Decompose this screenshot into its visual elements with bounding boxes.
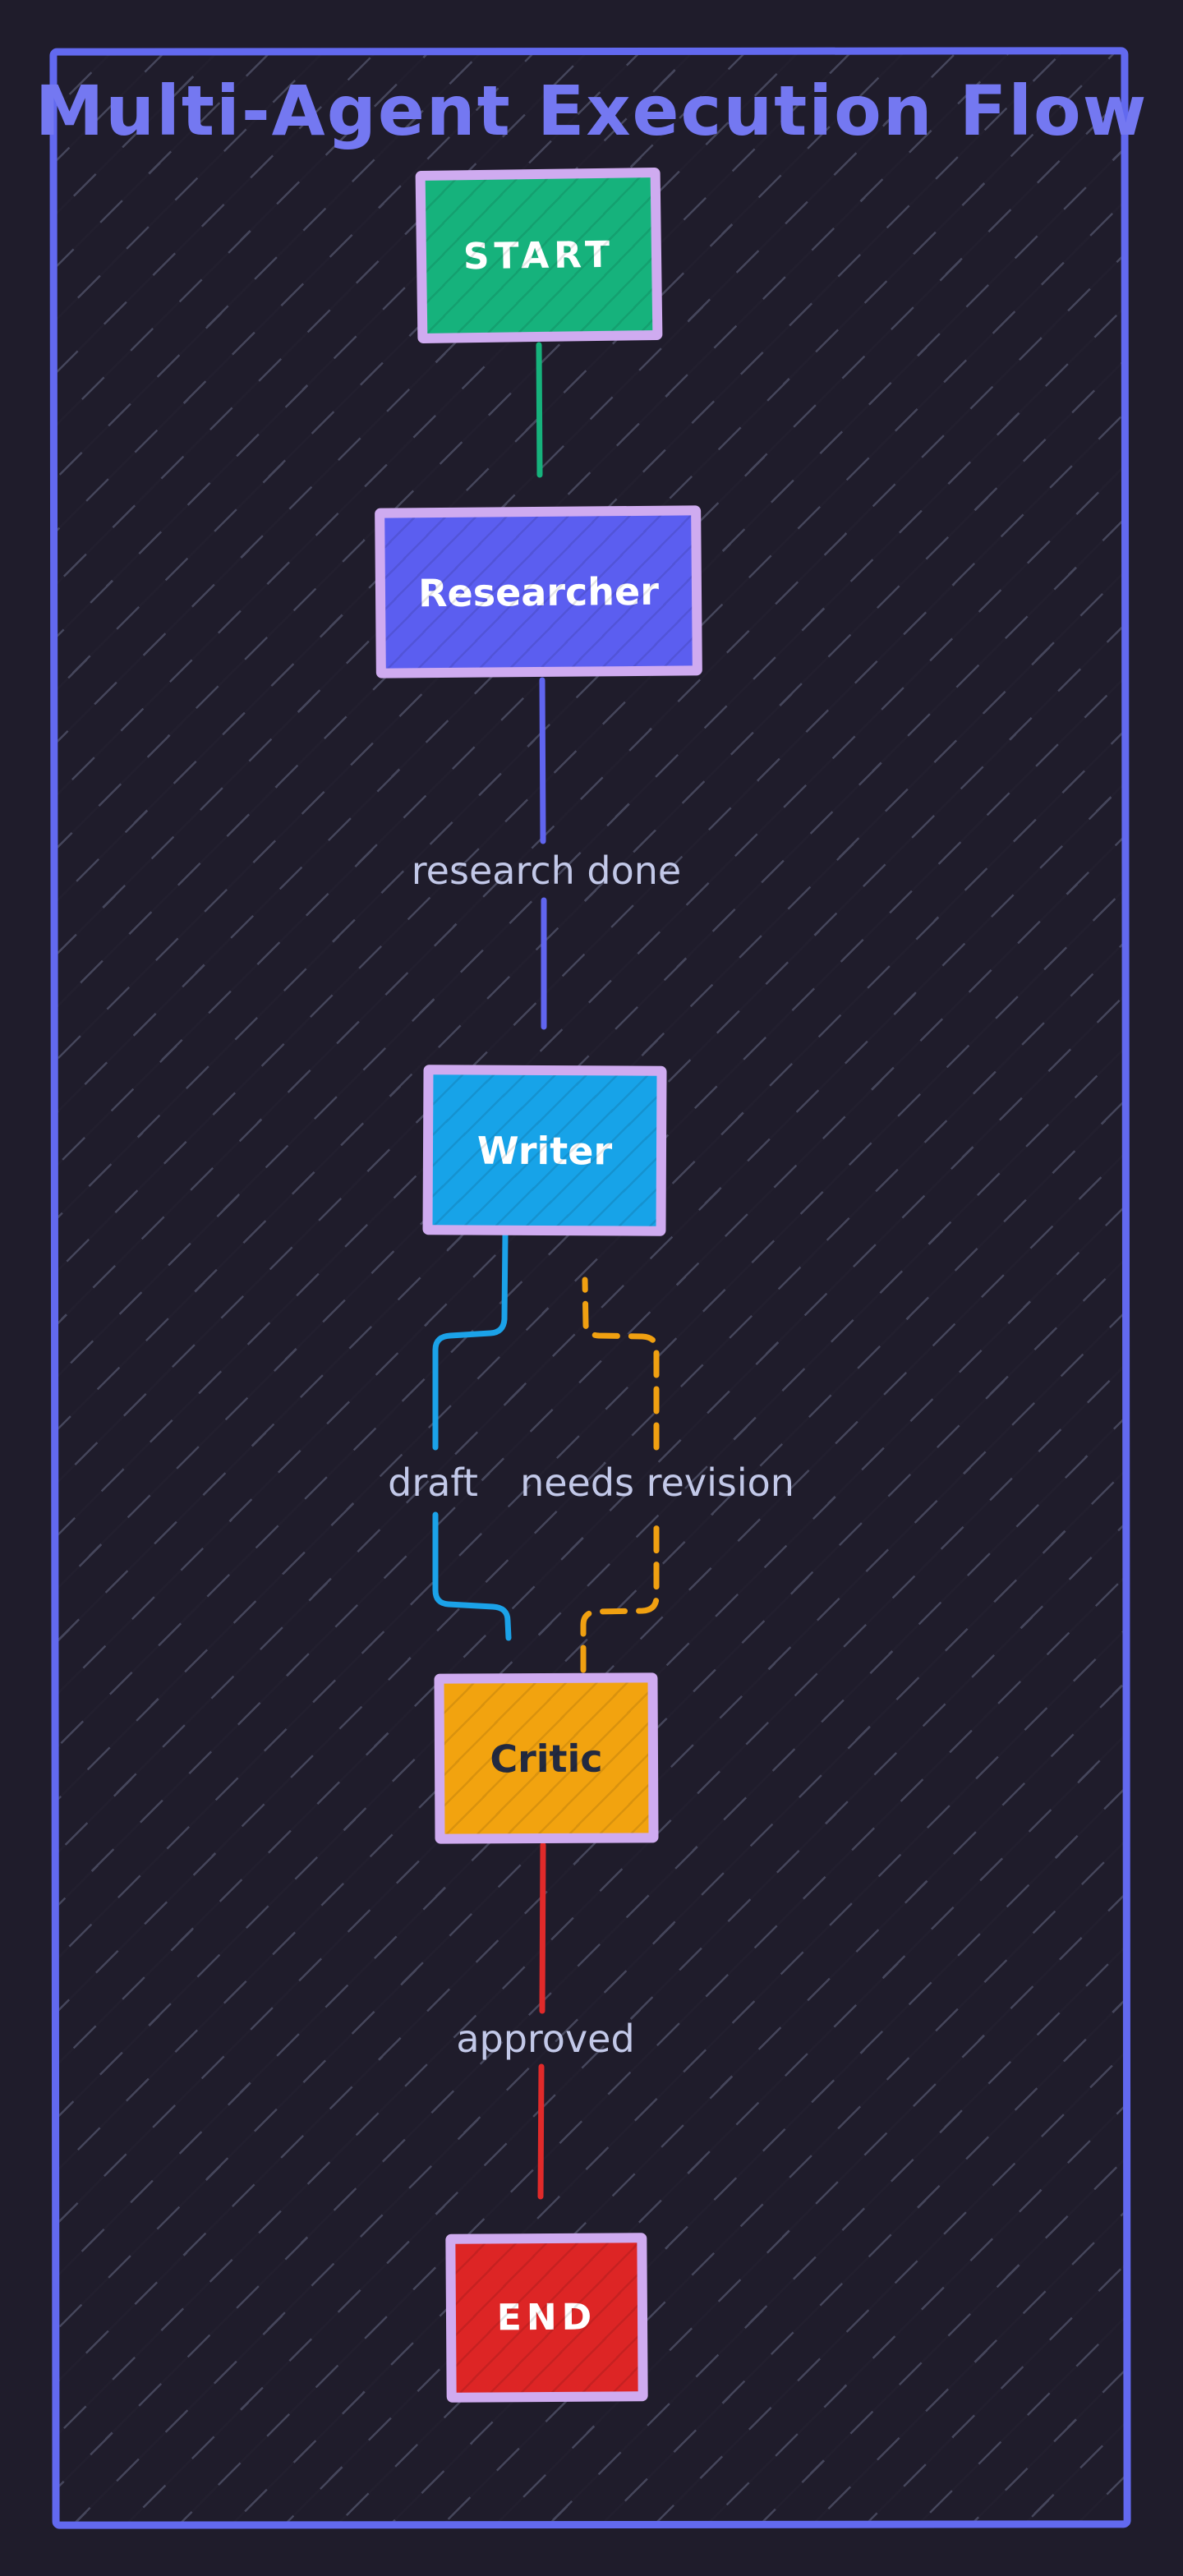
edge-line [432, 1231, 512, 1641]
diagram-title: Multi-Agent Execution Flow [35, 71, 1148, 151]
node-researcher[interactable]: Researcher [375, 505, 702, 678]
edge-researcher-writer [531, 677, 559, 1064]
node-label: Writer [476, 1128, 613, 1173]
arrowhead-down-icon [531, 1025, 559, 1064]
edge-start-researcher [536, 342, 543, 478]
node-start[interactable]: START [415, 167, 663, 344]
edge-label-research-done: research done [411, 849, 682, 893]
node-label: Researcher [417, 568, 660, 615]
edge-label-approved: approved [456, 2017, 635, 2061]
edge-line [580, 1276, 660, 1673]
node-writer[interactable]: Writer [422, 1065, 667, 1236]
node-critic[interactable]: Critic [434, 1672, 659, 1844]
edge-critic-writer [571, 1240, 660, 1673]
node-label: START [463, 233, 615, 278]
node-end[interactable]: END [445, 2233, 648, 2403]
edge-critic-end [537, 1842, 546, 2200]
edge-label-draft: draft [388, 1460, 478, 1505]
arrowhead-up-icon [571, 1240, 599, 1278]
edge-line [539, 677, 547, 1030]
node-label: END [496, 2296, 597, 2339]
edge-line [537, 1842, 546, 2200]
node-label: Critic [490, 1736, 603, 1781]
edge-line [536, 342, 543, 478]
edge-label-needs-revision: needs revision [520, 1460, 794, 1505]
edge-writer-critic [432, 1231, 512, 1641]
